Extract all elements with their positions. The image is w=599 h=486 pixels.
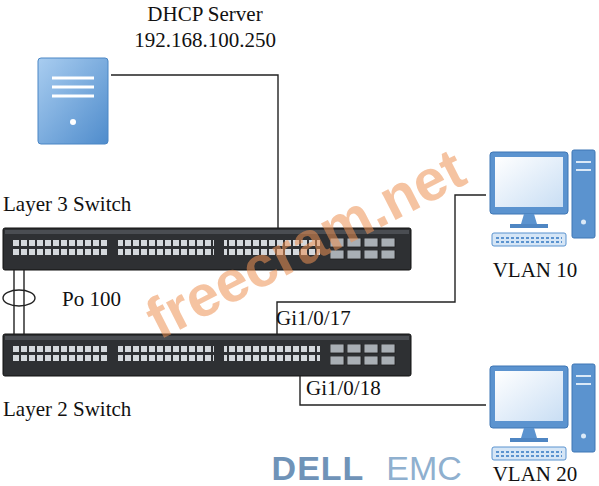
cable [23,270,24,334]
port-group [12,345,108,363]
port-channel-ring [3,290,35,306]
pc-node: VLAN 10 [486,148,596,248]
server-slot [52,77,94,80]
switch-node: Layer 2 Switch [3,334,411,376]
node-label: Layer 3 Switch [3,192,223,216]
sfp-ports [330,344,398,368]
link-line [14,270,24,334]
server-icon [38,58,108,144]
link-line [111,75,278,228]
link-line [300,376,486,405]
port-label: Gi1/0/18 [306,376,381,400]
switch-chassis [3,334,411,376]
logo-text: EMC [386,449,462,486]
pc-node: VLAN 20 [486,362,596,458]
server-led [70,119,76,125]
switch-body [3,334,411,376]
node-label: 192.168.100.250 [105,28,305,52]
pc-icon [490,150,595,246]
cable [13,270,14,334]
port-label: Gi1/0/17 [276,306,351,330]
logo-text: DELL [272,449,365,486]
port-group [118,239,214,257]
server-slot [52,86,94,89]
server-slot [52,95,94,98]
switch-trim [5,336,409,340]
server-body [38,58,108,144]
node-label: DHCP Server [105,2,305,26]
port-group [12,239,108,257]
node-label: Layer 2 Switch [3,397,223,421]
node-label: VLAN 10 [486,258,584,282]
pc-icon [490,364,595,460]
port-group [224,345,320,363]
cable [300,376,486,405]
port-channel-label: Po 100 [62,287,121,311]
node-label: VLAN 20 [486,462,584,486]
cable [111,75,278,228]
server-node: DHCP Server192.168.100.250 [35,55,111,147]
